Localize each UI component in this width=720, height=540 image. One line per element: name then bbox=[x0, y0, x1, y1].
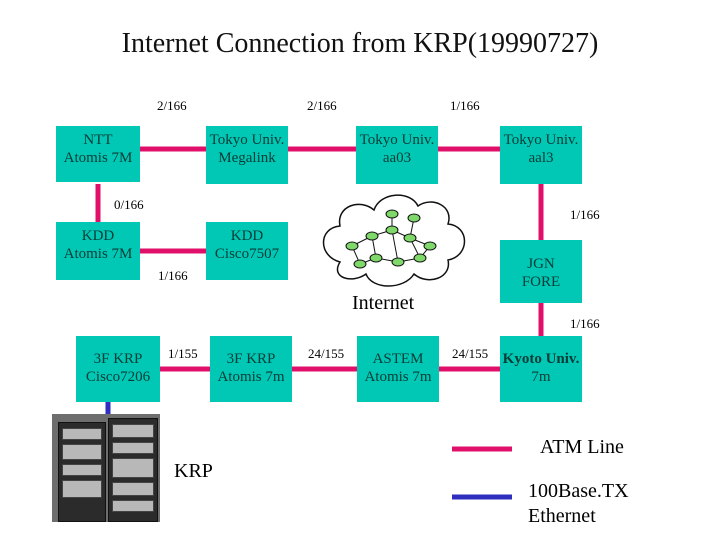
cloud-router-node bbox=[369, 253, 383, 263]
diagram-title: Internet Connection from KRP(19990727) bbox=[121, 28, 599, 59]
node-kdd-atomis-name: KDD bbox=[81, 228, 115, 244]
node-tokyo-megalink: Tokyo Univ. Megalink bbox=[206, 126, 288, 184]
node-tokyo-aal3-name: Tokyo Univ. bbox=[503, 132, 579, 148]
node-jgn-name: JGN bbox=[527, 256, 555, 272]
node-krp3f-atomis-name: 3F KRP bbox=[226, 351, 276, 367]
link-label-megalink-aa03: 2/166 bbox=[307, 98, 337, 113]
node-jgn-model: FORE bbox=[521, 274, 561, 290]
link-label-jgn-kyoto: 1/166 bbox=[570, 316, 600, 331]
node-krp3f-cisco: 3F KRP Cisco7206 bbox=[76, 336, 160, 402]
legend-atm-label: ATM Line bbox=[540, 436, 624, 458]
cloud-router-node bbox=[385, 209, 399, 219]
internet-label: Internet bbox=[352, 292, 415, 314]
cloud-router-node bbox=[407, 213, 421, 223]
link-label-ntt-megalink: 2/166 bbox=[157, 98, 187, 113]
node-kdd-atomis: KDD Atomis 7M bbox=[56, 222, 140, 280]
node-krp3f-cisco-name: 3F KRP bbox=[93, 351, 143, 367]
link-label-aal3-jgn: 1/166 bbox=[570, 207, 600, 222]
node-kdd-cisco: KDD Cisco7507 bbox=[206, 222, 288, 280]
node-krp3f-atomis-model: Atomis 7m bbox=[217, 369, 285, 385]
legend-ethernet-line2: Ethernet bbox=[528, 505, 596, 527]
node-tokyo-aa03-name: Tokyo Univ. bbox=[359, 132, 435, 148]
node-tokyo-aa03: Tokyo Univ. aa03 bbox=[356, 126, 438, 184]
link-label-kdd-kddcisco: 1/166 bbox=[158, 268, 188, 283]
cloud-router-node bbox=[385, 225, 399, 235]
legend-ethernet-line1: 100Base.TX bbox=[528, 480, 629, 502]
node-jgn: JGN FORE bbox=[500, 240, 582, 303]
node-tokyo-megalink-name: Tokyo Univ. bbox=[209, 132, 285, 148]
cloud-router-node bbox=[345, 241, 359, 251]
node-astem: ASTEM Atomis 7m bbox=[357, 336, 439, 402]
cloud-router-node bbox=[403, 233, 417, 243]
node-kdd-atomis-model: Atomis 7M bbox=[63, 246, 133, 262]
node-krp3f-cisco-model: Cisco7206 bbox=[85, 369, 151, 385]
node-tokyo-aa03-model: aa03 bbox=[382, 150, 412, 166]
cloud-router-node bbox=[365, 231, 379, 241]
node-ntt-model: Atomis 7M bbox=[63, 150, 133, 166]
node-kyoto-name: Kyoto Univ. bbox=[502, 351, 580, 367]
link-label-krpatomis-astem: 24/155 bbox=[308, 346, 345, 361]
link-label-aa03-aal3: 1/166 bbox=[450, 98, 480, 113]
internet-cloud bbox=[322, 194, 466, 287]
node-astem-model: Atomis 7m bbox=[364, 369, 432, 385]
node-kdd-cisco-model: Cisco7507 bbox=[214, 246, 280, 262]
node-kyoto: Kyoto Univ. 7m bbox=[500, 336, 582, 402]
cloud-router-node bbox=[423, 241, 437, 251]
node-astem-name: ASTEM bbox=[372, 351, 424, 367]
link-label-astem-kyoto: 24/155 bbox=[452, 346, 489, 361]
cloud-router-node bbox=[391, 257, 405, 267]
link-label-ntt-kdd: 0/166 bbox=[114, 197, 144, 212]
node-ntt-name: NTT bbox=[83, 132, 113, 148]
node-tokyo-megalink-model: Megalink bbox=[218, 150, 276, 166]
cloud-router-node bbox=[413, 253, 427, 263]
node-kyoto-model: 7m bbox=[531, 369, 551, 385]
equipment-rack-photo bbox=[52, 414, 160, 522]
legend-ethernet-label: 100Base.TX Ethernet bbox=[528, 479, 629, 529]
krp-caption: KRP bbox=[174, 460, 213, 482]
cloud-router-node bbox=[353, 259, 367, 269]
node-tokyo-aal3-model: aal3 bbox=[528, 150, 554, 166]
link-label-cisco-krpatomis: 1/155 bbox=[168, 346, 198, 361]
node-tokyo-aal3: Tokyo Univ. aal3 bbox=[500, 126, 582, 184]
node-ntt: NTT Atomis 7M bbox=[56, 126, 140, 182]
node-kdd-cisco-name: KDD bbox=[230, 228, 264, 244]
node-krp3f-atomis: 3F KRP Atomis 7m bbox=[210, 336, 292, 402]
